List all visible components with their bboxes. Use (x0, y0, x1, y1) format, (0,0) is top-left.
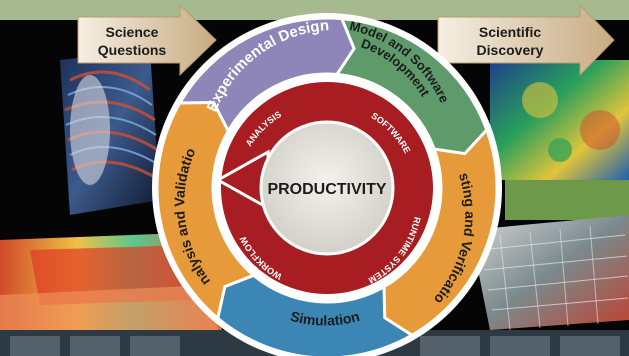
scientific-discovery-line2: Discovery (477, 42, 544, 58)
left-visualization-image (60, 50, 161, 215)
center-label: PRODUCTIVITY (267, 181, 386, 198)
top-band (0, 0, 629, 20)
scientific-discovery-arrow: Scientific Discovery (437, 3, 615, 77)
outer-cycle-segments (155, 16, 499, 356)
mesh-image (470, 215, 629, 331)
center-disc (259, 120, 395, 256)
science-questions-line2: Questions (98, 42, 167, 58)
science-questions-arrow: Science Questions (77, 3, 217, 77)
science-questions-line1: Science (106, 24, 159, 40)
scientific-discovery-line1: Scientific (479, 24, 541, 40)
segment-label-simulation: Simulation (289, 308, 361, 329)
climate-map-image (490, 60, 629, 220)
segment-analysis (155, 101, 257, 321)
